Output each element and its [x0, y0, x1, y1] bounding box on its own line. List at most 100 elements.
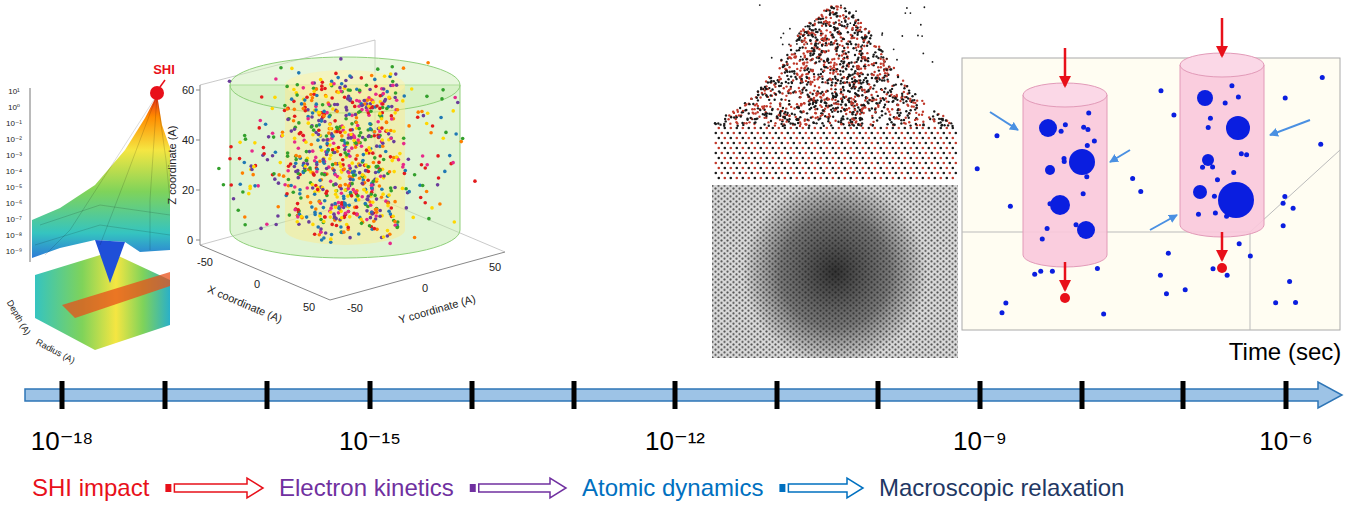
atom: [838, 147, 841, 150]
atom: [859, 26, 861, 28]
atom: [790, 167, 793, 170]
scatter-dot: [293, 114, 297, 118]
atom: [934, 167, 937, 170]
atom: [810, 83, 812, 85]
atom: [829, 142, 832, 145]
atom: [745, 162, 748, 165]
atom: [868, 177, 871, 180]
scatter-dot: [229, 145, 233, 149]
atom: [847, 162, 850, 165]
scatter-dot: [317, 133, 321, 137]
atom: [736, 147, 739, 150]
scatter-dot: [390, 159, 394, 163]
scatter-dot: [388, 96, 392, 100]
scatter-dot: [324, 192, 328, 196]
scatter-dot: [337, 146, 341, 150]
scatter-dot: [360, 104, 364, 108]
atom: [829, 72, 831, 74]
atom: [878, 45, 880, 47]
scatter-dot: [318, 214, 322, 218]
atom: [739, 107, 741, 109]
atom: [821, 122, 823, 124]
scatter-dot: [347, 164, 351, 168]
atom: [763, 152, 766, 155]
atom: [889, 114, 891, 116]
atom: [772, 167, 775, 170]
atom: [913, 162, 916, 165]
atom: [784, 147, 787, 150]
atom: [862, 167, 865, 170]
atom: [849, 111, 851, 113]
atom: [836, 15, 838, 17]
atom: [910, 137, 913, 140]
atom: [908, 92, 910, 94]
scatter-dot: [330, 96, 334, 100]
scatter-dot: [461, 137, 465, 141]
scatter-dot: [385, 107, 389, 111]
scatter-dot: [386, 204, 390, 208]
atom: [806, 83, 808, 85]
atom: [925, 132, 928, 135]
scatter-dot: [329, 237, 333, 241]
scatter-dot: [331, 107, 335, 111]
atom: [802, 177, 805, 180]
scatter-dot: [253, 141, 257, 145]
atom: [730, 127, 733, 130]
atom: [791, 53, 793, 55]
scatter-dot: [337, 91, 341, 95]
atom: [757, 107, 759, 109]
atom: [856, 177, 859, 180]
atom: [754, 177, 757, 180]
atom: [877, 132, 880, 135]
scatter-dot: [378, 184, 382, 188]
scatter-dot: [286, 169, 290, 173]
scatter-dot: [377, 161, 381, 165]
atom: [787, 172, 790, 175]
scatter-dot: [369, 109, 373, 113]
scatter-dot: [362, 153, 366, 157]
atom: [859, 152, 862, 155]
scatter-dot: [335, 224, 339, 228]
atom: [796, 177, 799, 180]
atom: [940, 127, 943, 130]
atom: [773, 99, 775, 101]
atom: [802, 147, 805, 150]
scatter-dot: [305, 95, 309, 99]
scatter-dot: [370, 128, 374, 132]
scatter-dot: [393, 220, 397, 224]
atom: [764, 86, 766, 88]
atom: [862, 112, 864, 114]
atom: [901, 142, 904, 145]
scatter-dot: [431, 124, 435, 128]
scatter-dot: [243, 134, 247, 138]
scatter-dot: [330, 203, 334, 207]
scatter-dot: [293, 108, 297, 112]
scatter-dot: [398, 152, 402, 156]
atom: [835, 82, 837, 84]
atom: [837, 73, 839, 75]
atom: [754, 137, 757, 140]
atom: [753, 122, 755, 124]
scatter-dot: [244, 137, 248, 141]
atom: [847, 172, 850, 175]
scatter-dot: [356, 213, 360, 217]
atom: [775, 132, 778, 135]
atom: [823, 110, 825, 112]
scatter-dot: [350, 194, 354, 198]
scatter-dot: [344, 79, 348, 83]
scatter-dot: [347, 210, 351, 214]
atom: [843, 47, 845, 49]
atom: [937, 113, 939, 115]
scatter-dot: [337, 201, 341, 205]
atom: [842, 93, 844, 95]
atom: [874, 111, 876, 113]
atom: [934, 177, 937, 180]
atom: [820, 68, 822, 70]
scatter-dot: [459, 140, 463, 144]
atom: [880, 137, 883, 140]
atom: [922, 157, 925, 160]
atom: [928, 127, 931, 130]
atom: [895, 162, 898, 165]
atom: [733, 162, 736, 165]
scatter-dot: [276, 214, 280, 218]
